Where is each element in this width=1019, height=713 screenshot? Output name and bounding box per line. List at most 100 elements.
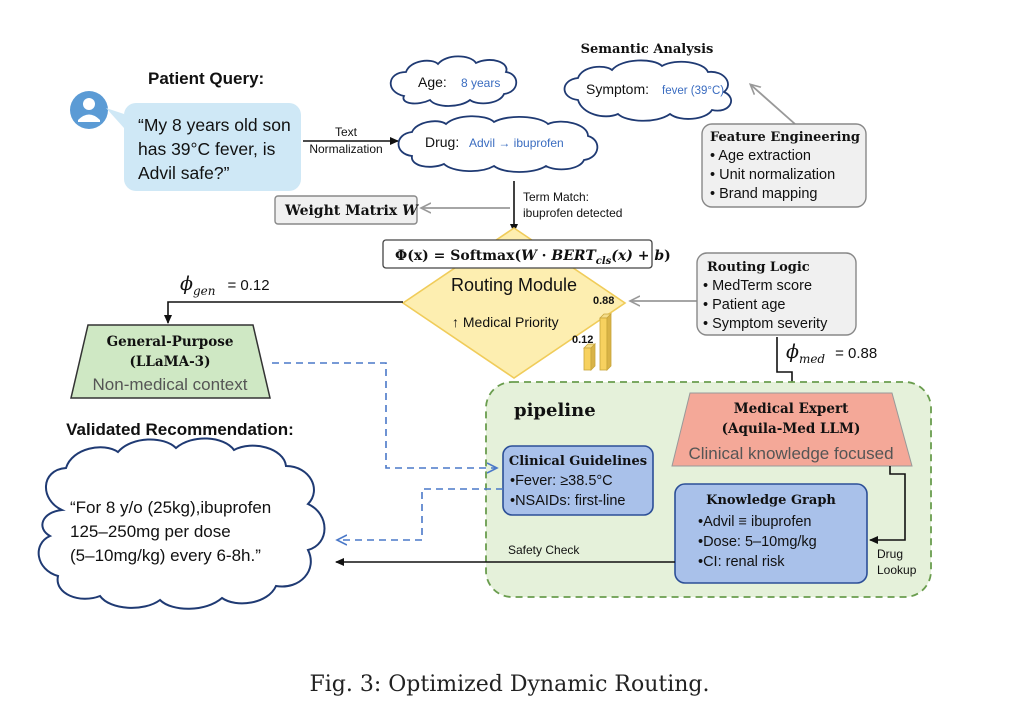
feature-item-2: • Unit normalization — [710, 167, 835, 183]
feature-item-1: • Age extraction — [710, 148, 811, 164]
svg-text:•Fever: ≥38.5°C •NSAIDs:: •Fever: ≥38.5°C •NSAIDs: first-line — [510, 473, 625, 509]
term-match-line-2: ibuprofen detected — [523, 206, 622, 220]
guidelines-to-recommendation-arrow — [338, 488, 503, 540]
pipeline-label: pipeline — [514, 400, 596, 421]
medical-expert-title: Medical Expert — [734, 401, 849, 417]
formula-w: W — [521, 248, 538, 264]
age-value: 8 years — [461, 76, 500, 90]
query-line-1: “My 8 years old son — [138, 115, 291, 135]
formula-suffix: ) — [664, 248, 671, 264]
feature-engineering-arrow — [751, 85, 796, 125]
bar-high-label: 0.88 — [593, 295, 614, 307]
drug-lookup-arrow — [869, 466, 906, 544]
bar-low — [583, 347, 592, 371]
weight-matrix-label: Weight Matrix — [284, 203, 398, 219]
routing-logic-item-3: • Symptom severity — [703, 316, 828, 332]
clinical-guidelines-title: Clinical Guidelines — [509, 454, 647, 469]
normalization-label-1: Text — [335, 125, 358, 139]
medical-expert-note: Clinical knowledge focused — [688, 444, 893, 463]
symptom-value: fever (39°C) — [662, 85, 724, 97]
general-purpose-note: Non-medical context — [93, 375, 248, 394]
svg-text:“For 8 y/o (25kg),ibuprofen: “For 8 y/o (25kg),ibuprofen 125–250mg pe… — [70, 498, 276, 565]
general-route-arrow — [164, 301, 403, 324]
validated-title: Validated Recommendation: — [66, 420, 294, 439]
recommendation-line-3: (5–10mg/kg) every 6-8h.” — [70, 546, 261, 565]
figure-caption: Fig. 3: Optimized Dynamic Routing. — [309, 672, 710, 697]
bar-high — [599, 317, 608, 371]
general-to-guidelines-arrow — [272, 362, 496, 468]
feature-item-3: • Brand mapping — [710, 186, 817, 202]
symptom-label: Symptom: — [586, 81, 649, 97]
knowledge-graph-box: Knowledge Graph •Advil ≡ ibuprofen •Dose… — [674, 483, 868, 584]
svg-text:• MedTerm score • Patien: • MedTerm score • Patient age • Symptom … — [703, 278, 828, 332]
formula-bert: BERT — [550, 248, 597, 264]
symptom-cloud: Symptom: fever (39°C) — [563, 59, 732, 122]
routing-score-bars — [583, 313, 612, 371]
query-line-2: has 39°C fever, is — [138, 139, 276, 159]
drug-lookup-label-2: Lookup — [877, 563, 917, 577]
phi-med-value: = 0.88 — [835, 345, 877, 362]
phi-gen-sub: gen — [193, 284, 216, 298]
phi-med-symbol: ϕ — [786, 341, 799, 363]
general-purpose-model: (LLaMA-3) — [130, 354, 211, 370]
safety-check-label: Safety Check — [508, 543, 580, 557]
age-label: Age: — [418, 74, 447, 90]
drug-value: Advil → ibuprofen — [469, 136, 564, 150]
medical-route-arrow — [776, 337, 796, 391]
recommendation-cloud: “For 8 y/o (25kg),ibuprofen 125–250mg pe… — [37, 437, 326, 610]
knowledge-item-1: •Advil ≡ ibuprofen — [698, 514, 812, 530]
svg-text:ϕmed= 0.88: ϕmed = 0.88 — [786, 341, 877, 366]
svg-text:• Age extraction • Unit: • Age extraction • Unit normalization • … — [710, 148, 839, 202]
recommendation-line-2: 125–250mg per dose — [70, 522, 231, 541]
weight-matrix-box: Weight Matrix W — [274, 195, 419, 225]
svg-text:ϕgen= 0.12: ϕgen = 0.12 — [180, 273, 270, 298]
formula-prefix: Φ(x) = Softmax( — [395, 248, 521, 264]
formula-dot: · — [537, 248, 552, 264]
patient-query-title: Patient Query: — [148, 69, 264, 88]
user-avatar-icon — [70, 91, 108, 129]
weight-matrix-symbol: W — [402, 203, 419, 219]
drug-lookup-label-1: Drug — [877, 547, 903, 561]
medical-expert-box: Medical Expert (Aquila-Med LLM) Clinical… — [671, 392, 913, 467]
term-match-line-1: Term Match: — [523, 190, 589, 204]
svg-text:Φ(x) = Softmax(W · BERTcls(x): Φ(x) = Softmax(W · BERTcls(x) + b) — [395, 248, 671, 267]
general-purpose-title: General-Purpose — [107, 334, 234, 350]
normalization-label-2: Normalization — [309, 142, 382, 156]
routing-module-title: Routing Module — [451, 275, 577, 295]
formula-plus: + — [633, 248, 654, 264]
guideline-item-1: •Fever: ≥38.5°C — [510, 473, 613, 489]
recommendation-line-1: “For 8 y/o (25kg),ibuprofen — [70, 498, 271, 517]
bar-low-label: 0.12 — [572, 334, 593, 346]
general-purpose-box: General-Purpose (LLaMA-3) Non-medical co… — [70, 324, 271, 399]
svg-text:•Advil ≡ ibuprofen •Dose: •Advil ≡ ibuprofen •Dose: 5–10mg/kg •CI:… — [698, 514, 821, 570]
query-line-3: Advil safe?” — [138, 163, 230, 183]
clinical-guidelines-box: Clinical Guidelines •Fever: ≥38.5°C •NSA… — [502, 445, 654, 516]
routing-logic-box: Routing Logic • MedTerm score • Patient … — [696, 252, 857, 336]
knowledge-graph-title: Knowledge Graph — [706, 493, 836, 508]
routing-logic-title: Routing Logic — [707, 260, 810, 275]
phi-med-sub: med — [799, 352, 825, 366]
formula-sub: cls — [596, 256, 612, 267]
knowledge-item-2: •Dose: 5–10mg/kg — [698, 534, 817, 550]
drug-cloud: Drug: Advil → ibuprofen — [397, 115, 599, 173]
formula-b: b — [654, 248, 664, 264]
routing-logic-item-1: • MedTerm score — [703, 278, 812, 294]
knowledge-item-3: •CI: renal risk — [698, 554, 785, 570]
age-cloud: Age: 8 years — [389, 55, 518, 107]
routing-logic-item-2: • Patient age — [703, 297, 785, 313]
semantic-analysis-title: Semantic Analysis — [581, 42, 714, 57]
routing-formula-box: Φ(x) = Softmax(W · BERTcls(x) + b) — [382, 239, 671, 269]
phi-gen-value: = 0.12 — [227, 277, 269, 294]
feature-engineering-title: Feature Engineering — [710, 130, 860, 145]
medical-priority-label: ↑ Medical Priority — [452, 314, 559, 330]
formula-x: (x) — [611, 248, 633, 264]
patient-query-bubble: “My 8 years old son has 39°C fever, is A… — [106, 103, 301, 191]
phi-gen-symbol: ϕ — [180, 273, 193, 295]
drug-label: Drug: — [425, 134, 459, 150]
guideline-item-2: •NSAIDs: first-line — [510, 493, 625, 509]
svg-text:Weight Matrix W: Weight Matrix W — [284, 203, 419, 219]
svg-text:“My 8 years old son has: “My 8 years old son has 39°C fever, is A… — [138, 115, 296, 183]
medical-expert-model: (Aquila-Med LLM) — [722, 421, 861, 437]
